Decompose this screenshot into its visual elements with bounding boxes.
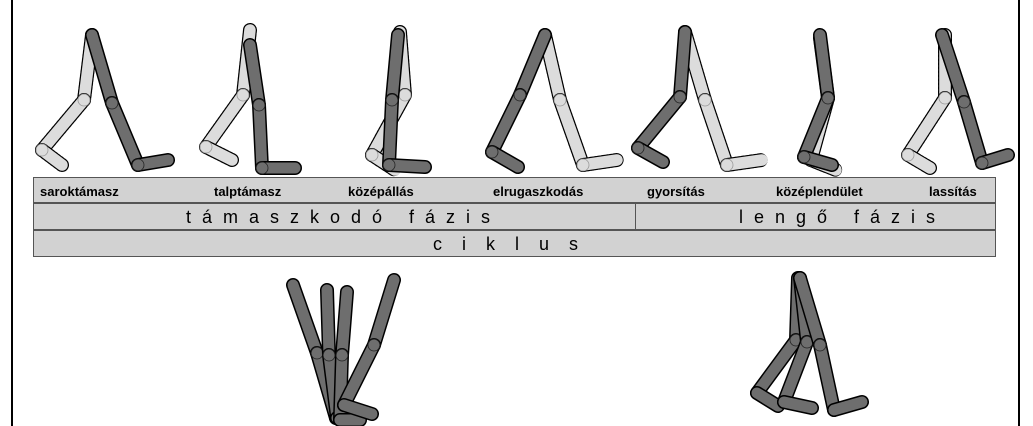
stance-overlay-leg-4-foot <box>344 405 372 414</box>
figure-gyorsitas-light-leg-shank <box>705 100 727 165</box>
swing-overlay-leg-1-foot <box>757 393 778 406</box>
stance-overlay-leg-4-thigh <box>374 280 394 345</box>
swing-overlay-leg-3-shank <box>820 345 834 410</box>
figure-saroktamasz-dark-leg-thigh <box>92 35 112 103</box>
figure-saroktamasz-light-leg-shank <box>42 100 84 150</box>
figure-lassitas-dark-leg-foot <box>982 155 1008 163</box>
cycle-row: ciklus <box>33 230 996 257</box>
phase-label-gyorsitas: gyorsítás <box>647 184 705 199</box>
figure-talptamasz-dark-leg-thigh <box>250 45 259 105</box>
swing-overlay-leg-3-foot <box>834 402 862 410</box>
stance-swing-divider <box>635 204 636 229</box>
figure-elrugaszkodas-dark-leg-foot <box>492 152 518 167</box>
figure-kozeplendulet-dark-leg-thigh <box>820 35 828 98</box>
figure-talptamasz-light-leg-shank <box>206 95 243 147</box>
phase-label-talptamasz: talptámasz <box>214 184 281 199</box>
stance-overlay-leg-2-thigh <box>327 290 329 355</box>
figure-gyorsitas-dark-leg-thigh <box>680 32 685 97</box>
phase-label-elrugaszkodas: elrugaszkodás <box>493 184 583 199</box>
phase-label-saroktamasz: saroktámasz <box>40 184 119 199</box>
stance-overlay-leg-3-thigh <box>342 292 347 355</box>
stance-swing-row: támaszkodó fázis lengő fázis <box>33 203 996 230</box>
swing-phase-label: lengő fázis <box>739 207 946 228</box>
swing-overlay-leg-2-foot <box>784 402 812 408</box>
figure-talptamasz-light-leg-foot <box>206 147 232 160</box>
figure-lassitas-light-leg-shank <box>908 98 945 155</box>
figure-elrugaszkodas-light-leg-shank <box>560 100 583 165</box>
figure-saroktamasz-light-leg-foot <box>42 150 62 165</box>
figure-gyorsitas-dark-leg-shank <box>638 97 680 148</box>
figure-elrugaszkodas-dark-leg-shank <box>492 95 520 152</box>
figure-kozepallas-dark-leg-thigh <box>392 35 398 100</box>
phase-label-kozeplendulet: középlendület <box>776 184 863 199</box>
figure-lassitas-light-leg-foot <box>908 155 930 168</box>
figure-talptamasz-dark-leg-shank <box>259 105 262 168</box>
stance-phase-label: támaszkodó fázis <box>186 207 501 228</box>
phase-label-lassitas: lassítás <box>929 184 977 199</box>
figure-saroktamasz-dark-leg-shank <box>112 103 138 165</box>
figure-gyorsitas-dark-leg-foot <box>638 148 663 162</box>
figure-kozepallas-dark-leg-shank <box>389 100 392 165</box>
figure-lassitas-dark-leg-shank <box>964 102 982 163</box>
stance-overlay-leg-1-thigh <box>293 285 317 353</box>
phase-labels-row: saroktámasz talptámasz középállás elruga… <box>33 177 996 203</box>
phase-label-kozepallas: középállás <box>348 184 414 199</box>
cycle-label: ciklus <box>433 234 598 255</box>
figure-elrugaszkodas-dark-leg-thigh <box>520 35 545 95</box>
